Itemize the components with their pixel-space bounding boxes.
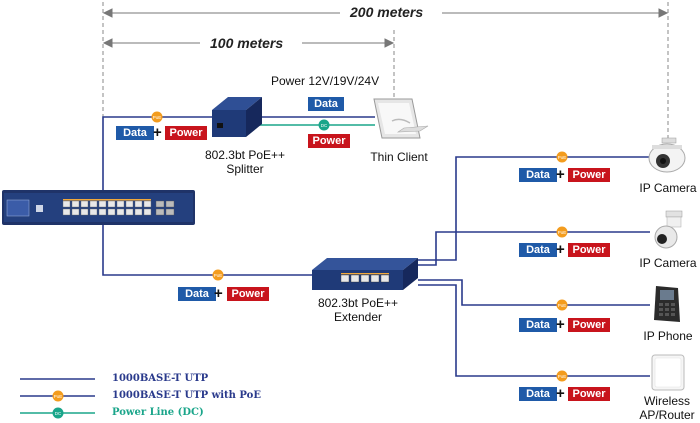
- power-voltage-label: Power 12V/19V/24V: [271, 74, 380, 88]
- cable-extender-to-ap: [418, 284, 650, 377]
- plus-sign: +: [153, 124, 162, 141]
- cable-switch-to-splitter: [102, 116, 220, 190]
- data-tag-camera1: Data: [519, 168, 557, 182]
- splitter-label-line2: Splitter: [226, 162, 264, 176]
- legend-utp-poe-text: 1000BASE-T UTP with PoE: [112, 390, 261, 401]
- cable-extender-to-camera1: [418, 156, 650, 261]
- power-tag-camera2: Power: [568, 243, 610, 257]
- svg-text:PoE: PoE: [558, 230, 567, 235]
- power-tag-phone: Power: [568, 318, 610, 332]
- svg-text:PoE: PoE: [54, 394, 63, 399]
- data-tag-phone: Data: [519, 318, 557, 332]
- svg-text:DC: DC: [55, 411, 62, 416]
- device-label-line2: AP/Router: [639, 408, 695, 422]
- extender-label-line2: Extender: [333, 310, 383, 324]
- power-tag-switch-extender: Power: [227, 287, 269, 301]
- legend-poe-badge: PoE: [52, 390, 64, 402]
- svg-text:PoE: PoE: [558, 155, 567, 160]
- dome-camera-device: [648, 137, 686, 173]
- plus-sign: +: [556, 385, 565, 402]
- poe-badge-5: PoE: [556, 299, 568, 311]
- ip-phone-device: [654, 286, 680, 322]
- power-tag-switch-splitter: Power: [165, 126, 207, 140]
- distance-200m-label: 200 meters: [350, 4, 424, 20]
- splitter-power-tag: Power: [308, 134, 350, 148]
- plus-sign: +: [214, 285, 223, 302]
- svg-text:PoE: PoE: [153, 115, 162, 120]
- svg-text:PoE: PoE: [214, 273, 223, 278]
- legend-dc-text: Power Line (DC): [112, 407, 204, 418]
- extender-label: 802.3bt PoE++ Extender: [312, 296, 404, 324]
- device-label-camera1: IP Camera: [636, 181, 700, 195]
- svg-text:PoE: PoE: [558, 374, 567, 379]
- poe-extender: [312, 258, 418, 290]
- device-label-phone: IP Phone: [636, 329, 700, 343]
- poe-badge-2: PoE: [212, 269, 224, 281]
- arrow-100m: [102, 38, 395, 48]
- plus-sign: +: [556, 316, 565, 333]
- data-tag-switch-extender: Data: [178, 287, 216, 301]
- svg-text:DC: DC: [321, 123, 328, 128]
- utp-cables: [102, 116, 650, 377]
- distance-100m-label: 100 meters: [210, 35, 284, 51]
- poe-badges: PoE PoE PoE PoE PoE PoE: [151, 111, 568, 382]
- dc-badge: DC: [318, 119, 330, 131]
- poe-splitter: [212, 97, 262, 137]
- poe-badge-1: PoE: [151, 111, 163, 123]
- arrow-200m: [102, 8, 669, 18]
- poe-badge-4: PoE: [556, 226, 568, 238]
- data-tag-camera2: Data: [519, 243, 557, 257]
- svg-text:PoE: PoE: [558, 303, 567, 308]
- extender-label-line1: 802.3bt PoE++: [317, 296, 399, 310]
- power-tag-camera1: Power: [568, 168, 610, 182]
- poe-switch: [2, 190, 195, 225]
- device-label-camera2: IP Camera: [636, 256, 700, 270]
- splitter-label-line1: 802.3bt PoE++: [204, 148, 286, 162]
- legend-lines: PoE DC: [20, 378, 95, 419]
- wireless-ap-device: [651, 354, 685, 391]
- data-tag-ap: Data: [519, 387, 557, 401]
- plus-sign: +: [556, 241, 565, 258]
- thin-client-label: Thin Client: [370, 150, 428, 164]
- legend-dc-badge: DC: [52, 407, 64, 419]
- splitter-label: 802.3bt PoE++ Splitter: [197, 148, 293, 176]
- switch-port-leds: [63, 199, 151, 201]
- device-label-ap: Wireless AP/Router: [634, 394, 700, 422]
- cable-extender-to-phone: [418, 279, 650, 306]
- device-label-line1: IP Camera: [639, 181, 697, 195]
- poe-badge-6: PoE: [556, 370, 568, 382]
- thin-client: [373, 98, 429, 139]
- device-label-line1: Wireless: [643, 394, 690, 408]
- power-tag-ap: Power: [568, 387, 610, 401]
- ptz-camera-device: [654, 210, 683, 249]
- poe-badge-3: PoE: [556, 151, 568, 163]
- data-tag-switch-splitter: Data: [116, 126, 154, 140]
- cable-switch-to-extender: [102, 225, 314, 276]
- splitter-data-tag: Data: [308, 97, 344, 111]
- device-label-line1: IP Phone: [643, 329, 693, 343]
- legend-utp-text: 1000BASE-T UTP: [112, 373, 209, 384]
- cable-extender-to-camera2: [418, 231, 650, 266]
- plus-sign: +: [556, 166, 565, 183]
- device-label-line1: IP Camera: [639, 256, 697, 270]
- switch-ports: [62, 200, 152, 216]
